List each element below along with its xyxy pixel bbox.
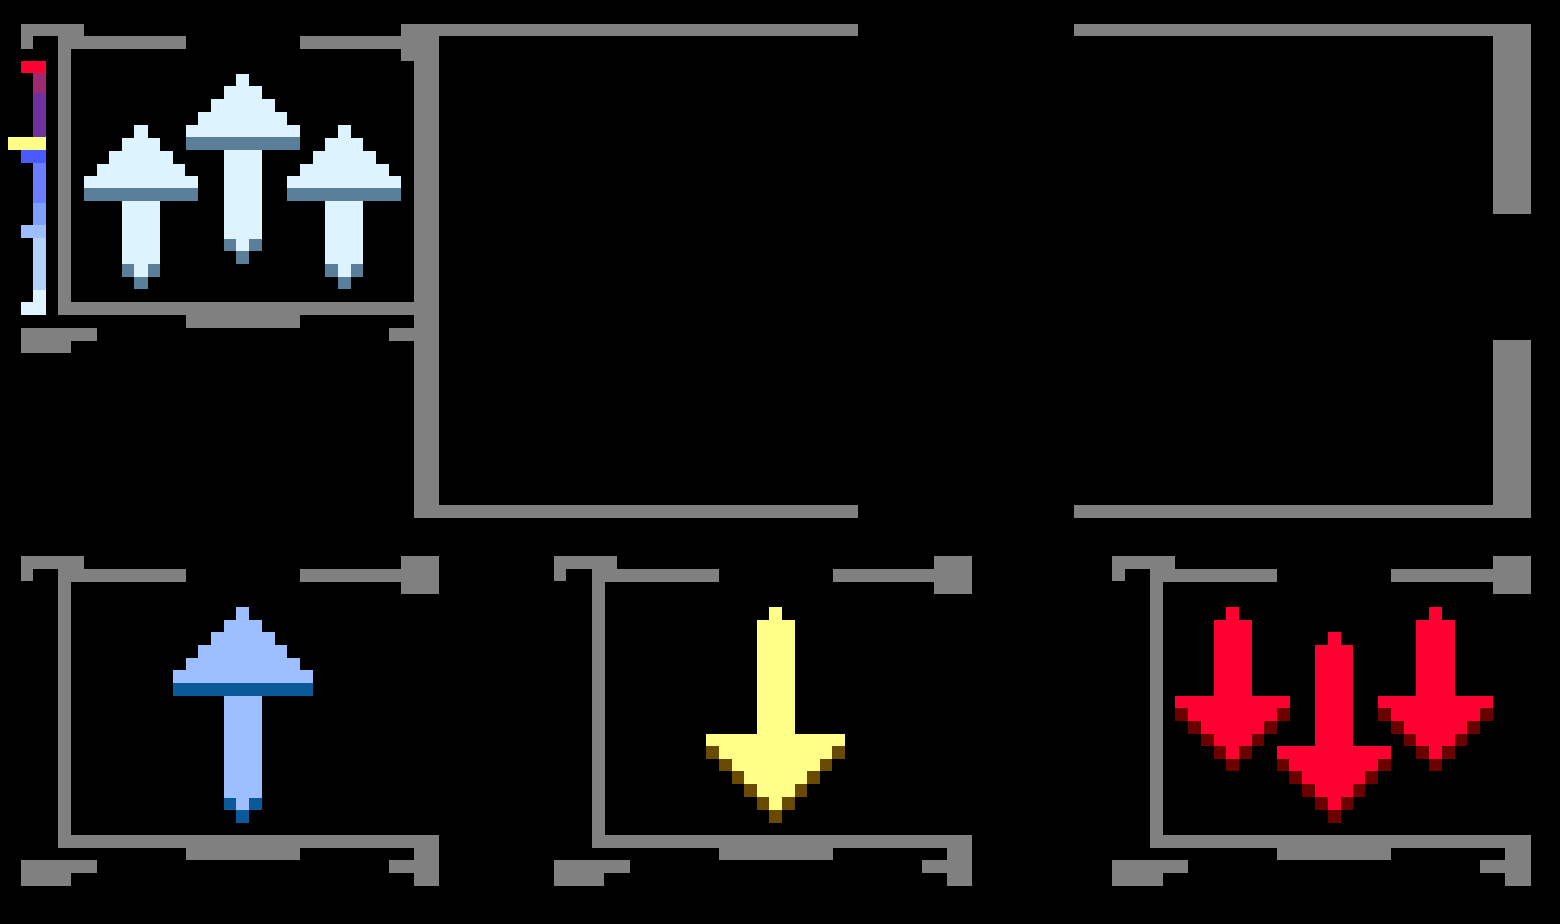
panel-strong-decrease-frame	[1112, 556, 1531, 886]
level-meter-icon	[8, 61, 46, 315]
down-arrow-center-icon	[1277, 632, 1391, 823]
panel-increase-frame	[21, 556, 439, 886]
panel-decrease-frame	[554, 556, 972, 886]
up-arrow-left-icon	[84, 125, 198, 289]
triple-down-arrow-icon	[1175, 607, 1493, 823]
panel-strong-increase-frame	[21, 24, 439, 353]
down-arrow-left-icon	[1175, 607, 1290, 771]
down-arrow-icon	[706, 607, 845, 823]
triple-up-arrow-icon	[84, 74, 401, 289]
up-arrow-right-icon	[287, 125, 401, 289]
message-window	[414, 24, 1531, 518]
meter-marker-icon	[8, 137, 46, 150]
down-arrow-right-icon	[1378, 607, 1493, 771]
up-arrow-icon	[173, 607, 313, 823]
up-arrow-center-icon	[186, 74, 300, 264]
